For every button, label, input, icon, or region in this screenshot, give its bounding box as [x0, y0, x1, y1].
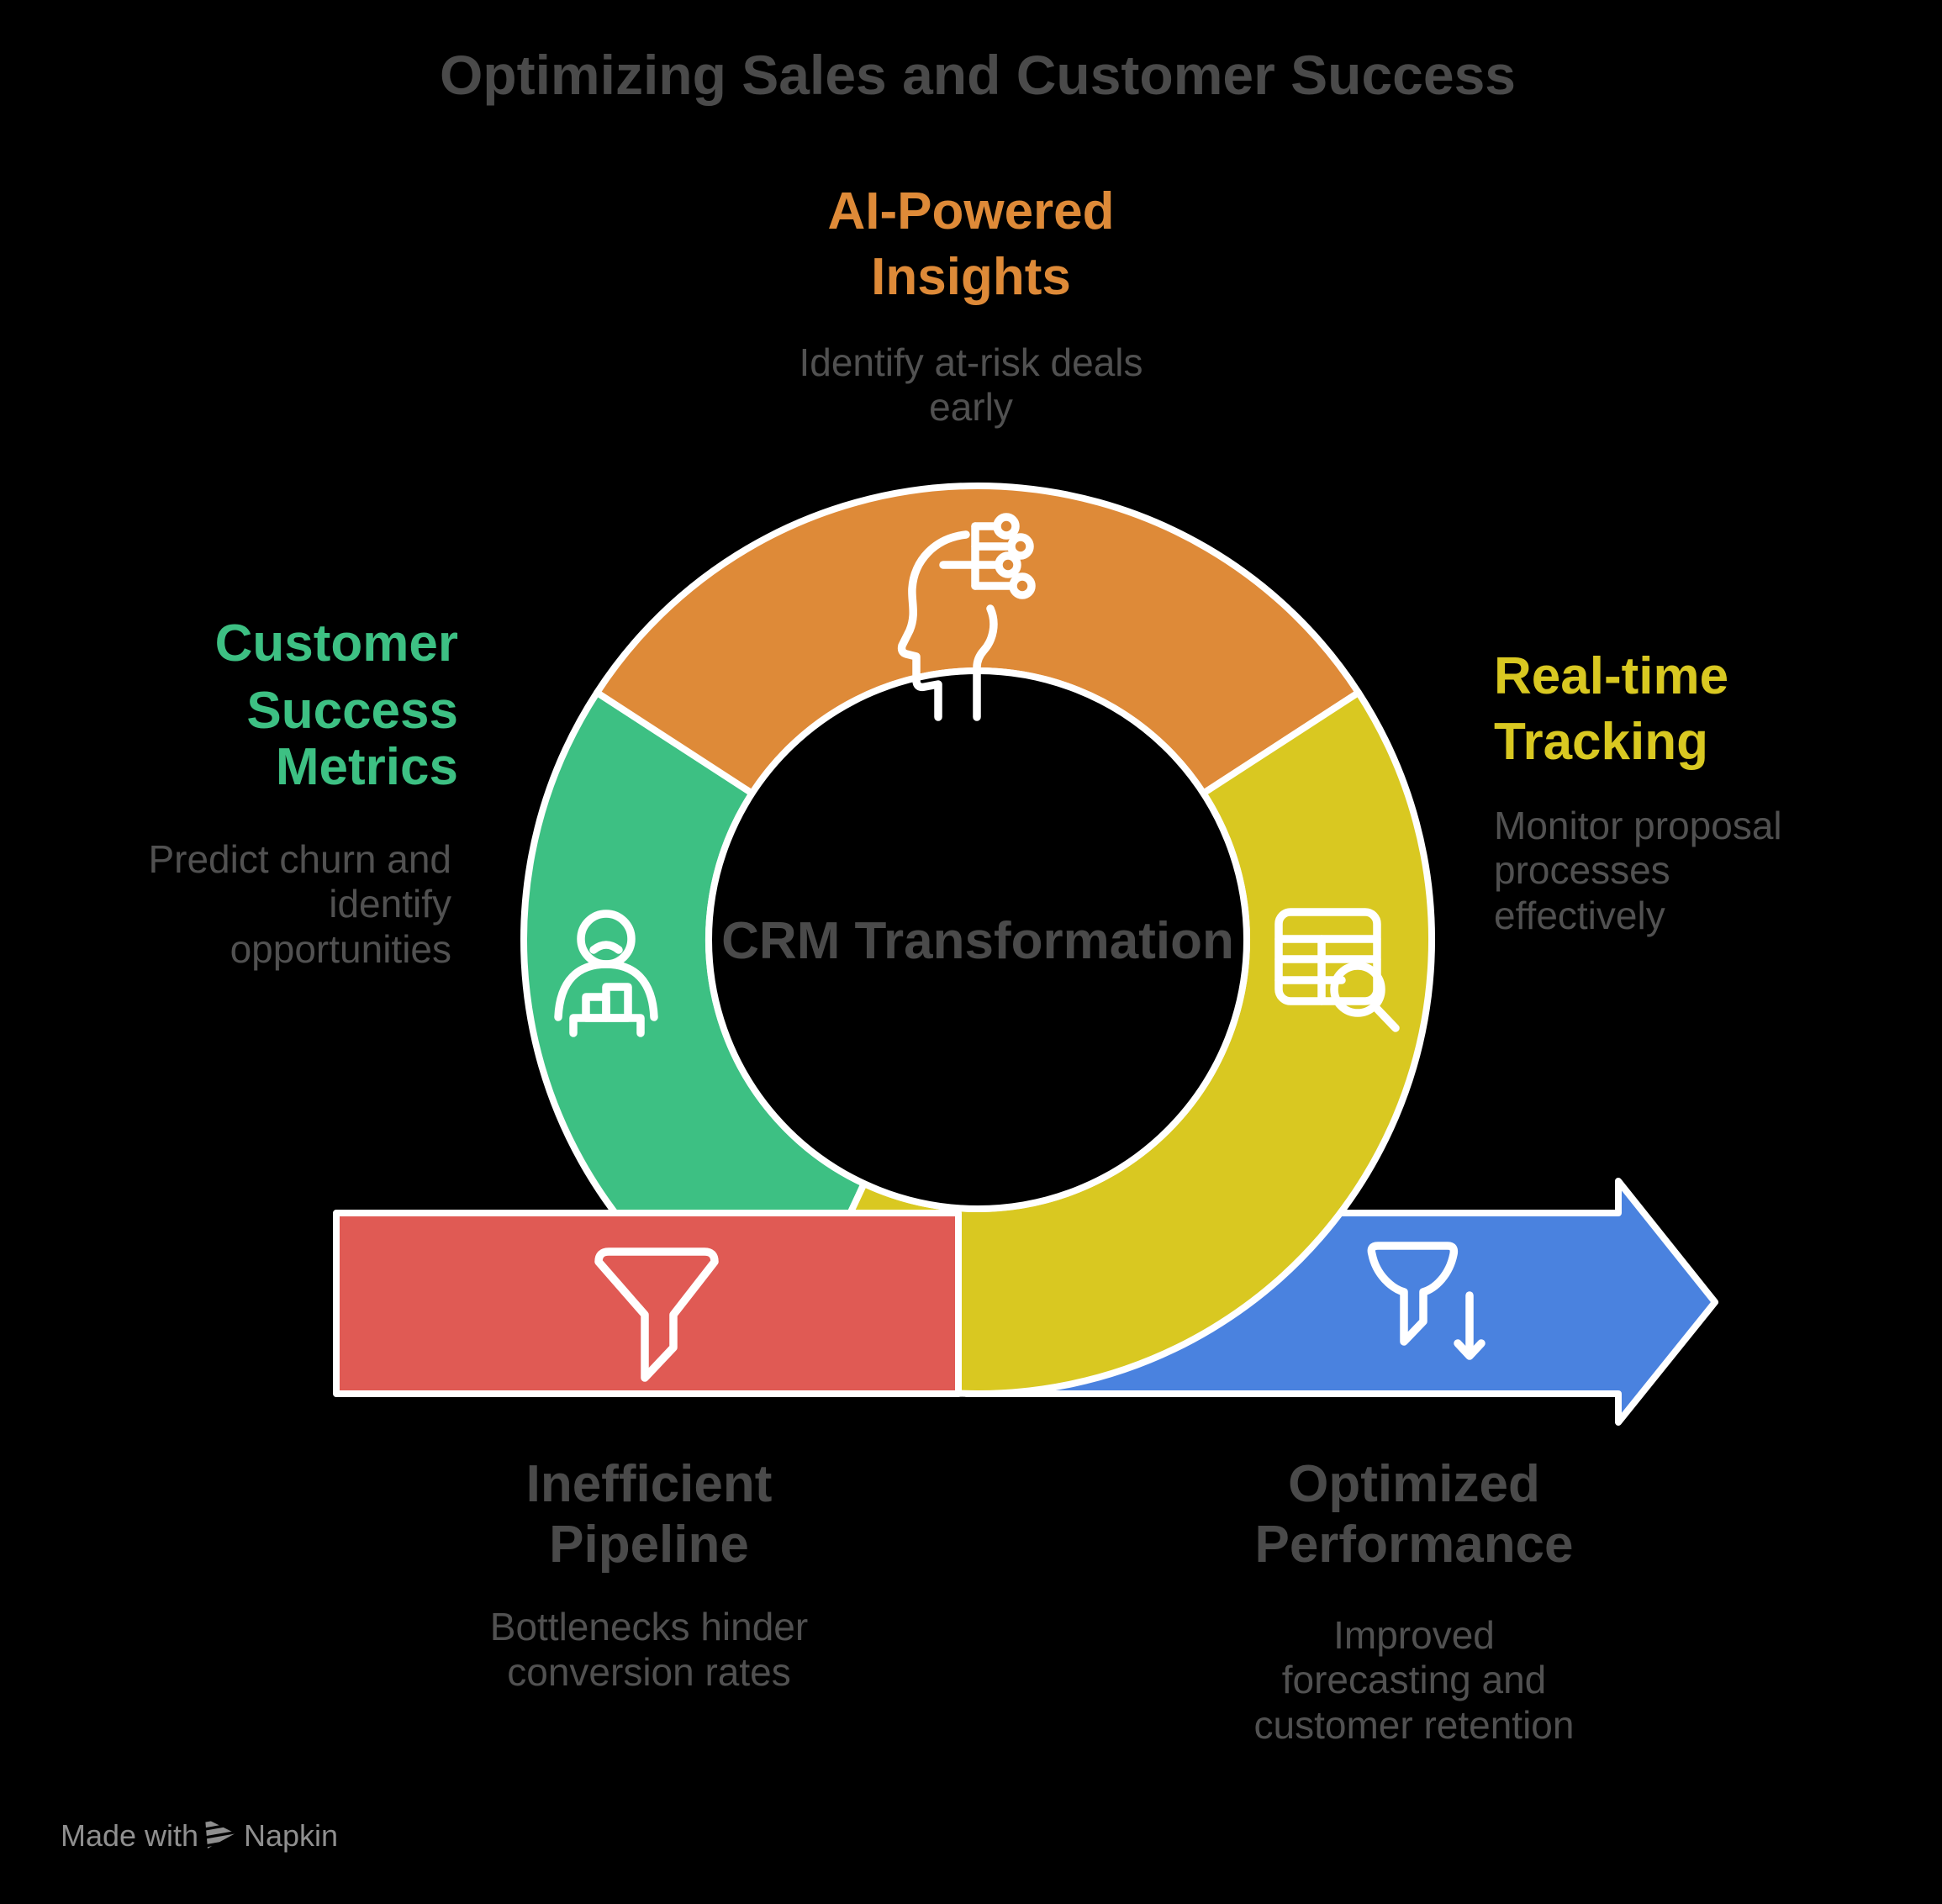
inefficient-title-line2: Pipeline — [549, 1516, 749, 1574]
funnel-down-arrow-icon — [1367, 1242, 1486, 1360]
napkin-logo-icon — [205, 1818, 235, 1849]
center-label: CRM Transformation — [721, 912, 1234, 970]
brand-name-text: Napkin — [244, 1818, 338, 1853]
customer-desc-line1: Predict churn and — [148, 837, 451, 881]
customer-desc-line2: identify — [329, 882, 451, 926]
realtime-title-line2: Tracking — [1494, 713, 1708, 771]
optimized-desc-line1: Improved — [1333, 1613, 1495, 1657]
ai-desc-line2: early — [929, 385, 1013, 429]
ai-head-circuit-icon — [897, 513, 1036, 721]
ai-desc-line1: Identify at-risk deals — [799, 340, 1143, 384]
ai-title-line2: Insights — [871, 248, 1071, 306]
optimized-title-line2: Performance — [1254, 1516, 1573, 1574]
inefficient-desc-line2: conversion rates — [507, 1650, 791, 1694]
funnel-icon — [594, 1247, 719, 1382]
customer-title-line2: Success — [246, 682, 458, 740]
customer-desc-line3: opportunities — [230, 927, 451, 971]
person-chart-icon — [554, 910, 658, 1037]
footer-branding: Made with Napkin — [61, 1818, 338, 1853]
table-magnifier-icon — [1274, 908, 1400, 1032]
optimized-desc-line2: forecasting and — [1282, 1658, 1547, 1701]
section-realtime-tracking-label: Real-time Tracking Monitor proposal proc… — [1494, 647, 1782, 937]
inefficient-desc-line1: Bottlenecks hinder — [490, 1605, 808, 1648]
customer-title-line3: Metrics — [276, 738, 458, 796]
ai-title-line1: AI-Powered — [827, 182, 1114, 240]
section-customer-success-label: Customer Success Metrics Predict churn a… — [148, 614, 458, 971]
section-optimized-performance-label: Optimized Performance Improved forecasti… — [1254, 1455, 1575, 1747]
optimized-title-line1: Optimized — [1288, 1455, 1540, 1513]
inefficient-title-line1: Inefficient — [526, 1455, 773, 1513]
realtime-desc-line3: effectively — [1494, 894, 1665, 937]
optimized-desc-line3: customer retention — [1254, 1703, 1575, 1747]
customer-title-line1: Customer — [215, 614, 458, 672]
realtime-desc-line2: processes — [1494, 848, 1670, 892]
made-with-text: Made with — [61, 1818, 198, 1853]
page-title: Optimizing Sales and Customer Success — [440, 44, 1516, 106]
section-inefficient-pipeline-label: Inefficient Pipeline Bottlenecks hinder … — [490, 1455, 808, 1694]
realtime-title-line1: Real-time — [1494, 647, 1728, 705]
section-ai-insights-label: AI-Powered Insights Identify at-risk dea… — [799, 182, 1143, 429]
realtime-desc-line1: Monitor proposal — [1494, 804, 1782, 847]
